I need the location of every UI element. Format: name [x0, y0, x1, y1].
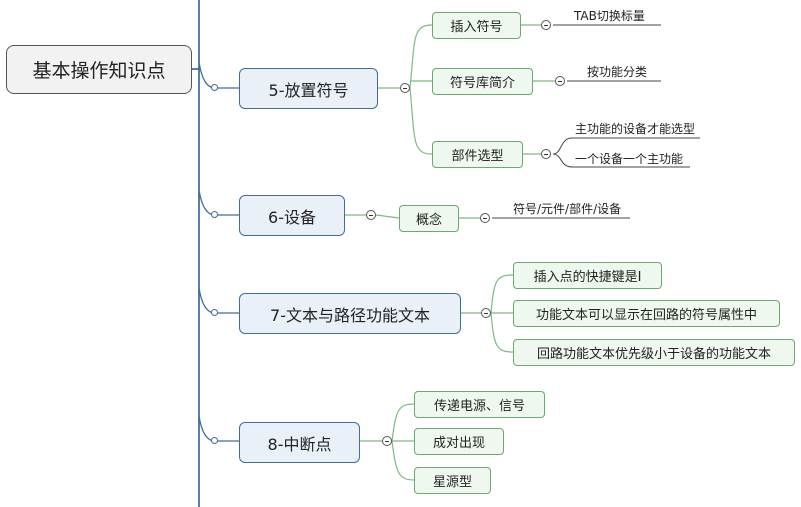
connector-t8-c1	[391, 403, 415, 442]
subtopic-star-source[interactable]: 星源型	[414, 467, 491, 494]
junction-dot	[211, 211, 218, 218]
connector-topic-8	[198, 415, 239, 442]
topic-8[interactable]: 8-中断点	[239, 422, 360, 463]
connector-t5-c1	[409, 24, 433, 89]
leaf-note[interactable]: 符号/元件/部件/设备	[513, 202, 622, 216]
subtopic-function-text-display[interactable]: 功能文本可以显示在回路的符号属性中	[513, 300, 780, 327]
leaf-note[interactable]: 主功能的设备才能选型	[575, 122, 696, 136]
subtopic-paired[interactable]: 成对出现	[414, 428, 504, 455]
collapse-toggle-icon[interactable]	[541, 20, 551, 30]
subtopic-insert-symbol[interactable]: 插入符号	[432, 12, 521, 39]
topic-7[interactable]: 7-文本与路径功能文本	[239, 293, 461, 334]
collapse-toggle-icon[interactable]	[555, 76, 565, 86]
subtopic-part-selection[interactable]: 部件选型	[432, 141, 523, 168]
collapse-toggle-icon[interactable]	[481, 308, 491, 318]
leaf-note[interactable]: 一个设备一个主功能	[575, 152, 684, 166]
connector-t5-c3	[409, 87, 433, 155]
topic-6[interactable]: 6-设备	[239, 195, 345, 236]
subtopic-concept[interactable]: 概念	[399, 205, 459, 232]
leaf-note[interactable]: TAB切换标量	[574, 9, 645, 23]
connector-t8-c3	[391, 440, 415, 481]
subtopic-insert-point-shortcut[interactable]: 插入点的快捷键是I	[513, 262, 662, 289]
root-topic[interactable]: 基本操作知识点	[6, 45, 192, 94]
junction-dot	[211, 309, 218, 316]
collapse-toggle-icon[interactable]	[366, 210, 376, 220]
subtopic-function-text-priority[interactable]: 回路功能文本优先级小于设备的功能文本	[513, 339, 795, 366]
junction-dot	[211, 437, 218, 444]
connector-topic-5	[198, 61, 239, 89]
connector-leaf	[552, 153, 573, 168]
connector-topic-6	[198, 189, 239, 216]
collapse-toggle-icon[interactable]	[400, 83, 410, 93]
collapse-toggle-icon[interactable]	[480, 213, 490, 223]
topic-5[interactable]: 5-放置符号	[239, 68, 378, 109]
connector-topic-7	[198, 287, 239, 314]
connector-leaf	[552, 137, 573, 155]
collapse-toggle-icon[interactable]	[541, 149, 551, 159]
subtopic-transfer-power-signal[interactable]: 传递电源、信号	[414, 391, 545, 418]
junction-dot	[211, 84, 218, 91]
collapse-toggle-icon[interactable]	[382, 436, 392, 446]
connector-t6-c1	[375, 214, 400, 219]
connector-t7-c3	[490, 312, 514, 353]
connector-t7-c1	[490, 274, 514, 314]
subtopic-symbol-library[interactable]: 符号库简介	[432, 68, 533, 95]
leaf-note[interactable]: 按功能分类	[587, 65, 648, 79]
